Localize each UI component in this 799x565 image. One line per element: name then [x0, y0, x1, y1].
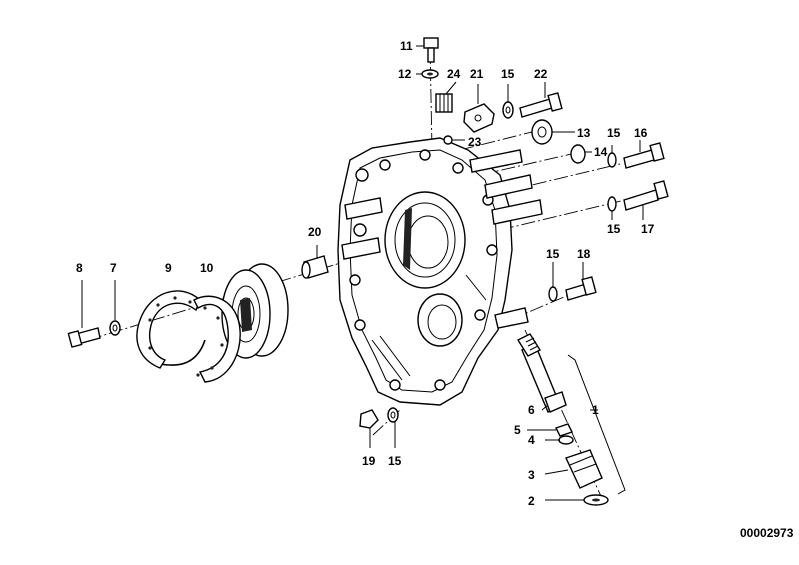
label-part-15a: 15 — [501, 67, 515, 81]
label-part-19: 19 — [362, 454, 376, 468]
seal-ring-part-12 — [416, 69, 439, 79]
label-part-9: 9 — [165, 261, 172, 275]
seal-ring-part-2 — [545, 494, 609, 506]
label-part-22: 22 — [534, 67, 548, 81]
label-part-15d: 15 — [546, 247, 560, 261]
washer-part-15-right-upper — [607, 145, 617, 168]
label-part-21: 21 — [470, 67, 484, 81]
knurled-plug-part-24 — [435, 81, 457, 113]
bushing-part-3 — [544, 449, 603, 489]
label-part-24: 24 — [447, 67, 461, 81]
label-part-15e: 15 — [388, 454, 402, 468]
gearbox-housing — [337, 137, 543, 406]
shim-ring-part-10b — [193, 295, 241, 383]
label-part-6: 6 — [528, 403, 535, 417]
cap-part-14 — [570, 144, 592, 164]
label-part-4: 4 — [528, 433, 535, 447]
label-part-5: 5 — [514, 423, 521, 437]
label-part-2: 2 — [528, 494, 535, 508]
nut-part-19 — [359, 409, 379, 448]
label-part-23: 23 — [468, 135, 482, 149]
sleeve-part-20 — [301, 245, 329, 279]
speedo-drive-assembly-part-1 — [567, 354, 626, 495]
label-part-8: 8 — [76, 261, 83, 275]
label-part-12: 12 — [398, 67, 412, 81]
nut-part-21 — [463, 84, 495, 133]
label-part-14: 14 — [594, 145, 608, 159]
label-part-10: 10 — [200, 261, 214, 275]
pin-part-23 — [443, 135, 465, 145]
part-labels: 1 2 3 4 5 6 7 8 9 10 11 12 13 14 15 15 1… — [76, 39, 655, 508]
drive-gear-shaft-part-6 — [516, 333, 567, 414]
label-part-7: 7 — [110, 261, 117, 275]
bolt-part-18 — [565, 262, 597, 301]
screw-part-11 — [416, 37, 439, 63]
label-part-18: 18 — [577, 247, 591, 261]
circlip-part-5 — [527, 423, 573, 437]
washer-part-7 — [109, 280, 121, 336]
washer-part-15-top — [502, 84, 514, 119]
o-ring-part-4 — [545, 435, 574, 445]
label-part-13: 13 — [577, 126, 591, 140]
bolt-part-16 — [623, 140, 665, 169]
label-part-15c: 15 — [607, 222, 621, 236]
washer-part-15-mid — [548, 262, 558, 302]
bolt-part-8 — [67, 280, 101, 348]
label-part-17: 17 — [641, 222, 655, 236]
nut-part-13 — [531, 119, 575, 145]
washer-part-15-right-lower — [607, 196, 617, 220]
label-part-20: 20 — [308, 225, 322, 239]
bolt-part-22 — [519, 82, 563, 118]
document-id: 00002973 — [740, 526, 794, 540]
label-part-11: 11 — [400, 39, 413, 53]
label-part-15b: 15 — [607, 126, 621, 140]
retaining-plate-part-9 — [136, 290, 206, 377]
washer-part-15-bottom — [387, 407, 399, 448]
label-part-3: 3 — [528, 468, 535, 482]
label-part-1: 1 — [592, 403, 599, 417]
bolt-part-17 — [623, 180, 669, 220]
label-part-16: 16 — [634, 126, 648, 140]
